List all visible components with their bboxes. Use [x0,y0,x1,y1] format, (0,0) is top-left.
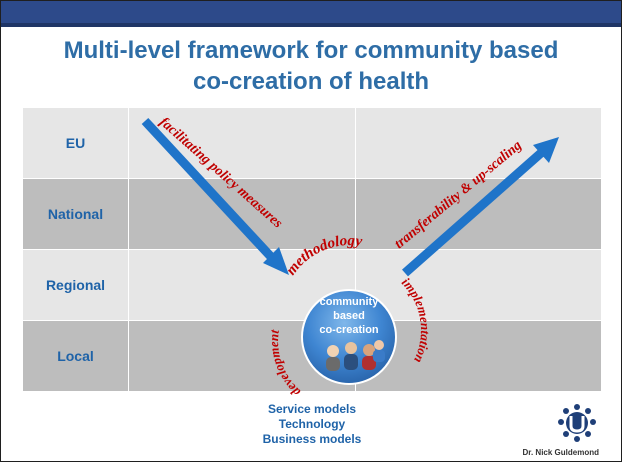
cell [355,250,601,320]
cell [128,179,355,249]
cell [128,108,355,178]
output-item: Service models [267,402,357,416]
title-line-2: co-creation of health [192,68,430,95]
row-national: National [23,179,601,249]
cell [355,108,601,178]
row-local: Local [23,321,601,391]
row-regional: Regional [23,250,601,320]
output-item: Business models [262,432,362,446]
level-label-local: Local [23,321,128,391]
level-label-regional: Regional [23,250,128,320]
university-logo-icon [558,404,596,442]
author-credit: Dr. Nick Guldemond [522,448,599,457]
slide-title: Multi-level framework for community base… [21,35,601,97]
output-item: Technology [278,417,346,431]
cell [355,321,601,391]
level-grid: EU National Regional Local [23,108,601,391]
header-bar [1,1,621,27]
cell [128,250,355,320]
level-label-national: National [23,179,128,249]
cell [128,321,355,391]
level-label-eu: EU [23,108,128,178]
outputs-list: Service models Technology Business model… [1,402,622,447]
row-eu: EU [23,108,601,178]
title-line-1: Multi-level framework for community base… [63,37,559,64]
cell [355,179,601,249]
